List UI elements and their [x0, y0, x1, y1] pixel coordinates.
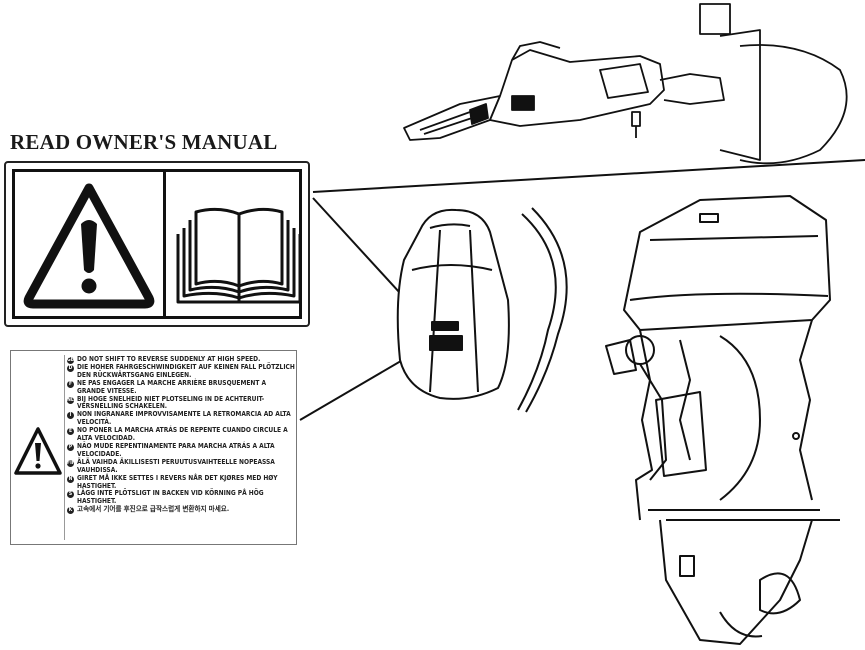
warning-text: DIE HOHER FAHRGESCHWINDIGKEIT AUF KEINEN… [77, 362, 295, 379]
lang-badge: GB [67, 357, 75, 364]
lang-badge: K [67, 507, 74, 515]
warning-text: NON INGRANARE IMPROVVISAMENTE LA RETROMA… [77, 410, 291, 427]
engine-cowl-rear-view [396, 207, 568, 413]
lang-badge: E [67, 428, 74, 436]
warning-text: DO NOT SHIFT TO REVERSE SUDDENLY AT HIGH… [77, 355, 261, 363]
panel-separator [64, 355, 65, 540]
warning-triangle-icon [23, 183, 155, 309]
warning-text: NO PONER LA MARCHA ATRÁS DE REPENTE CUAN… [77, 426, 288, 443]
warning-text: NÃO MUDE REPENTINAMENTE PARA MARCHA ATRÁ… [77, 441, 275, 458]
outboard-motor [605, 195, 840, 645]
warning-text: LÄGG INTE PLÖTSLIGT IN BACKEN VID KÖRNIN… [77, 489, 264, 506]
warning-text: BIJ HOGE SNELHEID NIET PLOTSELING IN DE … [77, 394, 265, 411]
lang-badge: D [67, 364, 74, 372]
lang-badge: N [67, 475, 74, 483]
label-divider [163, 172, 166, 316]
warning-text: NE PAS ENGAGER LA MARCHE ARRIÈRE BRUSQUE… [77, 378, 267, 395]
warning-text: GIRET MÅ IKKE SETTES I REVERS NÅR DET KJ… [77, 473, 278, 490]
lang-badge: FIN [67, 459, 76, 467]
lang-badge: S [67, 491, 74, 499]
warning-text: ÄLÄ VAIHDA ÄKILLISESTI PERUUTUSVAIHTEELL… [77, 457, 275, 474]
open-book-icon [176, 207, 302, 304]
read-owners-manual-title: READ OWNER'S MANUAL [10, 130, 278, 154]
warning-triangle-icon [14, 427, 62, 475]
lang-badge: I [67, 412, 74, 420]
remote-control-unit [403, 3, 848, 165]
warning-text: 고속에서 기어를 후진으로 급작스럽게 변환하지 마세요. [77, 505, 230, 514]
label-inner-frame [12, 169, 302, 319]
manual-warning-label [4, 161, 310, 327]
lang-badge: NL [67, 396, 74, 404]
lang-badge: F [67, 380, 74, 388]
lang-badge: P [67, 443, 74, 451]
